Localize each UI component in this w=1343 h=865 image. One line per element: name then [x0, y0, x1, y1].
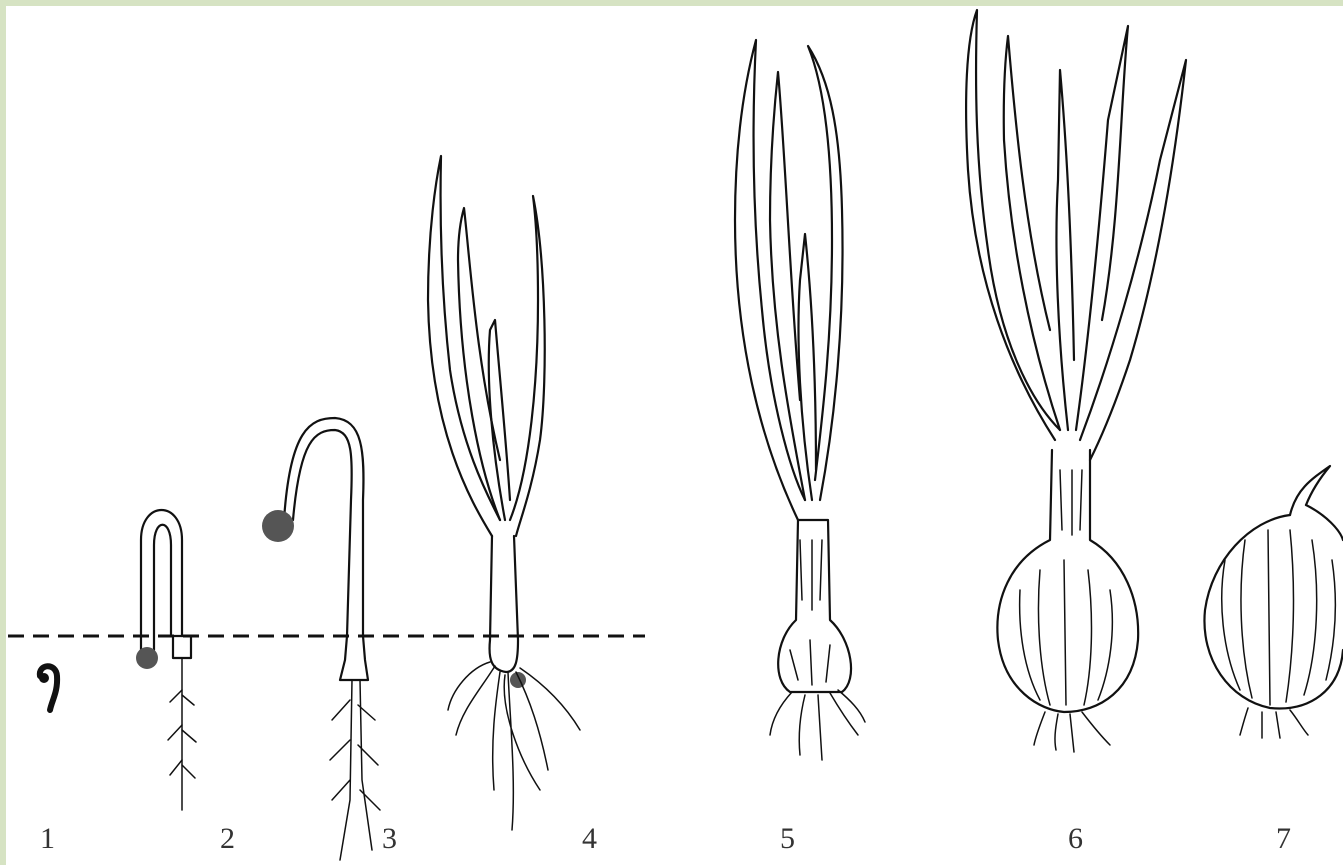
- onion-growth-diagram: [6, 6, 1343, 865]
- stage-label-4: 4: [582, 824, 597, 854]
- stage-5-growing-plant: [735, 40, 865, 760]
- stage-label-2: 2: [220, 824, 235, 854]
- stage-4-young-plant: [428, 156, 580, 830]
- stage-6-mature-plant: [966, 10, 1186, 752]
- stage-7-bulb: [1204, 466, 1343, 738]
- seed-coat: [136, 647, 158, 669]
- stage-label-3: 3: [382, 824, 397, 854]
- stage-label-5: 5: [780, 824, 795, 854]
- stage-label-1: 1: [40, 824, 55, 854]
- stage-label-6: 6: [1068, 824, 1083, 854]
- stage-2-seedling: [136, 510, 196, 810]
- diagram-frame: 1 2 3 4 5 6 7: [6, 6, 1343, 865]
- stage-label-7: 7: [1276, 824, 1291, 854]
- stage-1-seed: [39, 666, 57, 710]
- seed-coat: [262, 510, 294, 542]
- stage-3-seedling: [262, 418, 380, 860]
